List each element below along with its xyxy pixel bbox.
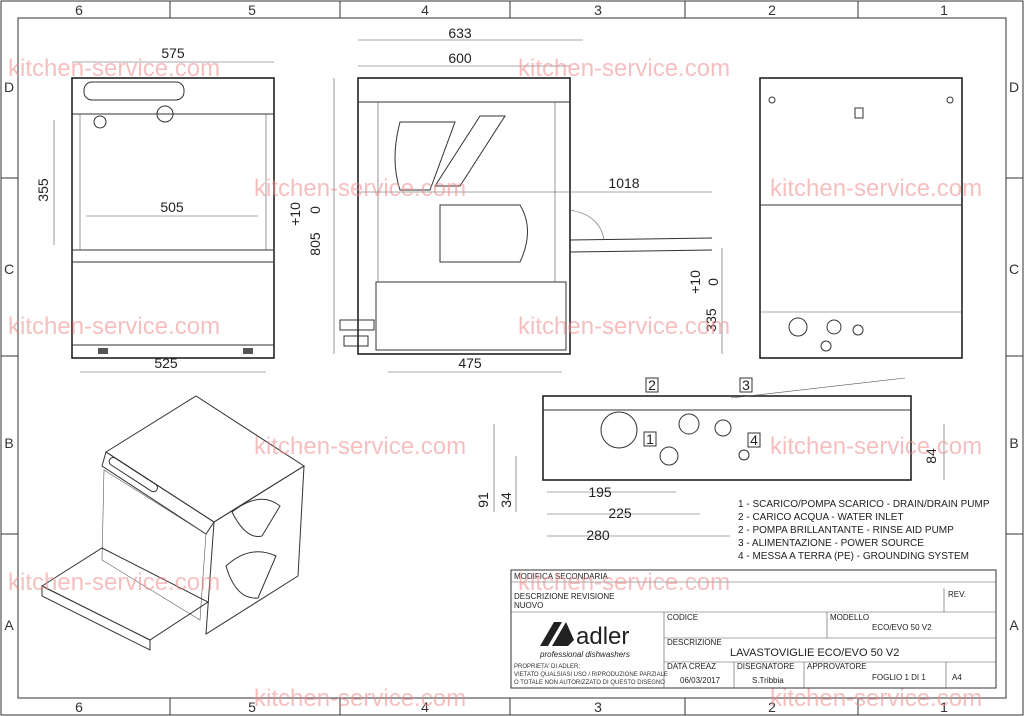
legend-item: 2 - CARICO ACQUA - WATER INLET bbox=[738, 512, 904, 523]
dimension-label: 84 bbox=[923, 448, 939, 464]
watermarks: kitchen-service.com kitchen-service.com … bbox=[8, 55, 982, 712]
callout-label: 3 bbox=[742, 377, 750, 393]
dimension-label: 0 bbox=[307, 206, 323, 214]
watermark-text: kitchen-service.com bbox=[770, 175, 982, 202]
tb-modello-value: ECO/EVO 50 V2 bbox=[872, 623, 932, 632]
callout-label: 2 bbox=[648, 377, 656, 393]
grid-row-label: C bbox=[1009, 261, 1019, 277]
watermark-text: kitchen-service.com bbox=[518, 569, 730, 596]
callout-label: 4 bbox=[750, 432, 758, 448]
tb-modifica: MODIFICA SECONDARIA bbox=[514, 572, 608, 581]
tb-descrizione-value: LAVASTOVIGLIE ECO/EVO 50 V2 bbox=[730, 647, 899, 659]
watermark-text: kitchen-service.com bbox=[254, 685, 466, 712]
callout-label: 1 bbox=[646, 431, 654, 447]
tb-disegnatore-value: S.Tribbia bbox=[752, 676, 784, 685]
dimension-label: 0 bbox=[705, 278, 721, 286]
legend: 1 - SCARICO/POMPA SCARICO - DRAIN/DRAIN … bbox=[738, 499, 990, 562]
legend-item: 2 - POMPA BRILLANTANTE - RINSE AID PUMP bbox=[738, 525, 954, 536]
bottom-view: 195 225 280 91 34 84 1 2 3 4 bbox=[475, 377, 945, 543]
dimension-label: 600 bbox=[448, 50, 472, 66]
dimension-label: 280 bbox=[586, 527, 610, 543]
watermark-text: kitchen-service.com bbox=[518, 313, 730, 340]
grid-col-label: 6 bbox=[75, 699, 83, 715]
title-block: MODIFICA SECONDARIA DESCRIZIONE REVISION… bbox=[510, 569, 997, 689]
front-view: 575 505 355 525 bbox=[35, 45, 275, 373]
legend-item: 4 - MESSA A TERRA (PE) - GROUNDING SYSTE… bbox=[738, 551, 969, 562]
tb-vietato-1: VIETATO QUALSIASI USO / RIPRODUZIONE PAR… bbox=[514, 672, 668, 678]
grid-col-label: 2 bbox=[768, 2, 776, 18]
watermark-text: kitchen-service.com bbox=[8, 313, 220, 340]
grid-col-label: 5 bbox=[248, 699, 256, 715]
dimension-label: 225 bbox=[608, 505, 632, 521]
grid-col-label: 3 bbox=[594, 2, 602, 18]
dimension-label: 1018 bbox=[608, 175, 639, 191]
tb-foglio: FOGLIO 1 DI 1 bbox=[872, 673, 926, 682]
tb-codice-label: CODICE bbox=[667, 613, 698, 622]
legend-item: 3 - ALIMENTAZIONE - POWER SOURCE bbox=[738, 538, 924, 549]
tb-vietato-2: O TOTALE NON AUTORIZZATO DI QUESTO DISEG… bbox=[514, 680, 665, 686]
grid-row-label: B bbox=[4, 435, 13, 451]
grid-col-label: 6 bbox=[75, 2, 83, 18]
tb-proprieta: PROPRIETA' DI ADLER: bbox=[514, 664, 580, 670]
tb-approvatore-label: APPROVATORE bbox=[807, 662, 867, 671]
dimension-label: 355 bbox=[35, 178, 51, 202]
dimension-label: 633 bbox=[448, 25, 472, 41]
watermark-text: kitchen-service.com bbox=[770, 433, 982, 460]
dimension-label: 525 bbox=[154, 355, 178, 371]
tb-brand: adler bbox=[576, 623, 629, 650]
watermark-text: kitchen-service.com bbox=[770, 685, 982, 712]
dimension-label: 575 bbox=[161, 45, 185, 61]
grid-row-label: D bbox=[4, 79, 14, 95]
grid-row-label: C bbox=[4, 261, 14, 277]
watermark-text: kitchen-service.com bbox=[518, 55, 730, 82]
adler-logo-icon bbox=[540, 622, 562, 646]
dimension-label: 195 bbox=[588, 484, 612, 500]
watermark-text: kitchen-service.com bbox=[254, 433, 466, 460]
grid-col-label: 5 bbox=[248, 2, 256, 18]
dimension-label: 34 bbox=[498, 492, 514, 508]
tb-data-label: DATA CREAZ bbox=[667, 662, 716, 671]
tb-rev-label: REV. bbox=[948, 590, 966, 599]
tb-formato: A4 bbox=[952, 673, 962, 682]
tb-nuovo: NUOVO bbox=[514, 601, 543, 610]
tb-brand-tagline: professional dishwashers bbox=[539, 650, 630, 659]
watermark-text: kitchen-service.com bbox=[8, 569, 220, 596]
tb-disegnatore-label: DISEGNATORE bbox=[737, 662, 795, 671]
watermark-text: kitchen-service.com bbox=[254, 175, 466, 202]
tb-descrizione-revisione: DESCRIZIONE REVISIONE bbox=[514, 592, 614, 601]
dimension-label: 805 bbox=[307, 232, 323, 256]
grid-col-label: 4 bbox=[421, 699, 429, 715]
sheet-inner-border bbox=[17, 17, 1007, 699]
grid-col-label: 1 bbox=[940, 699, 948, 715]
tb-data-value: 06/03/2017 bbox=[680, 676, 721, 685]
dimension-label: 91 bbox=[475, 492, 491, 508]
dimension-label: 335 bbox=[703, 308, 719, 332]
grid-row-label: A bbox=[1009, 617, 1019, 633]
isometric-view bbox=[40, 395, 305, 651]
watermark-text: kitchen-service.com bbox=[8, 55, 220, 82]
dimension-label: 475 bbox=[458, 355, 482, 371]
side-view: 633 600 1018 805 +10 0 335 +10 0 475 bbox=[287, 25, 723, 373]
grid-col-label: 2 bbox=[768, 699, 776, 715]
tb-descrizione-label: DESCRIZIONE bbox=[667, 638, 722, 647]
grid-col-label: 4 bbox=[421, 2, 429, 18]
grid-col-label: 3 bbox=[594, 699, 602, 715]
grid-row-label: D bbox=[1009, 79, 1019, 95]
tb-modello-label: MODELLO bbox=[830, 613, 869, 622]
grid-col-label: 1 bbox=[940, 2, 948, 18]
grid-row-label: A bbox=[4, 617, 14, 633]
dimension-label: +10 bbox=[287, 202, 303, 226]
grid-row-label: B bbox=[1009, 435, 1018, 451]
rear-view bbox=[759, 77, 963, 359]
dimension-label: 505 bbox=[160, 199, 184, 215]
legend-item: 1 - SCARICO/POMPA SCARICO - DRAIN/DRAIN … bbox=[738, 499, 990, 510]
dimension-label: +10 bbox=[687, 270, 703, 294]
